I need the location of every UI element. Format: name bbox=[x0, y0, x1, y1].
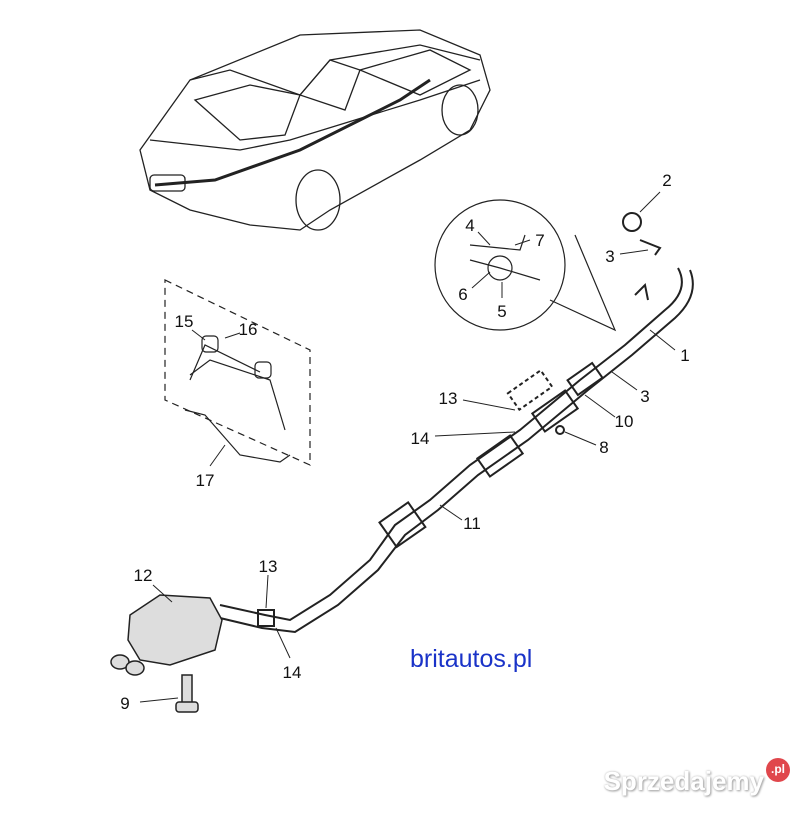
exhaust-pipe bbox=[219, 212, 694, 634]
callout-14: 14 bbox=[411, 429, 430, 448]
callout-13b: 13 bbox=[259, 557, 278, 576]
watermark-text: Sprzedajemy bbox=[603, 766, 764, 796]
callout-17: 17 bbox=[196, 471, 215, 490]
callout-15: 15 bbox=[175, 312, 194, 331]
watermark-badge: .pl bbox=[766, 758, 790, 782]
callout-9: 9 bbox=[120, 694, 129, 713]
callout-3: 3 bbox=[605, 247, 614, 266]
watermark: Sprzedajemy .pl bbox=[604, 758, 790, 796]
callout-4: 4 bbox=[465, 216, 474, 235]
detail-circle bbox=[434, 199, 617, 332]
rear-muffler bbox=[110, 594, 223, 713]
callout-12: 12 bbox=[134, 566, 153, 585]
callout-6: 6 bbox=[458, 285, 467, 304]
callout-16: 16 bbox=[239, 320, 258, 339]
callout-5: 5 bbox=[497, 302, 506, 321]
callout-10: 10 bbox=[615, 412, 634, 431]
callout-14b: 14 bbox=[283, 663, 302, 682]
callout-labels: 1 2 3 3 4 5 6 7 8 9 10 11 12 13 13 14 14… bbox=[120, 171, 689, 713]
callout-1: 1 bbox=[680, 346, 689, 365]
website-label: britautos.pl bbox=[410, 645, 533, 673]
callout-3b: 3 bbox=[640, 387, 649, 406]
callout-11: 11 bbox=[463, 514, 481, 533]
callout-13: 13 bbox=[439, 389, 458, 408]
callout-7: 7 bbox=[535, 231, 544, 250]
callout-8: 8 bbox=[599, 438, 608, 457]
callout-2: 2 bbox=[662, 171, 671, 190]
leader-lines bbox=[139, 191, 676, 703]
car-illustration bbox=[139, 29, 491, 231]
bracket-kit-box bbox=[164, 279, 311, 466]
